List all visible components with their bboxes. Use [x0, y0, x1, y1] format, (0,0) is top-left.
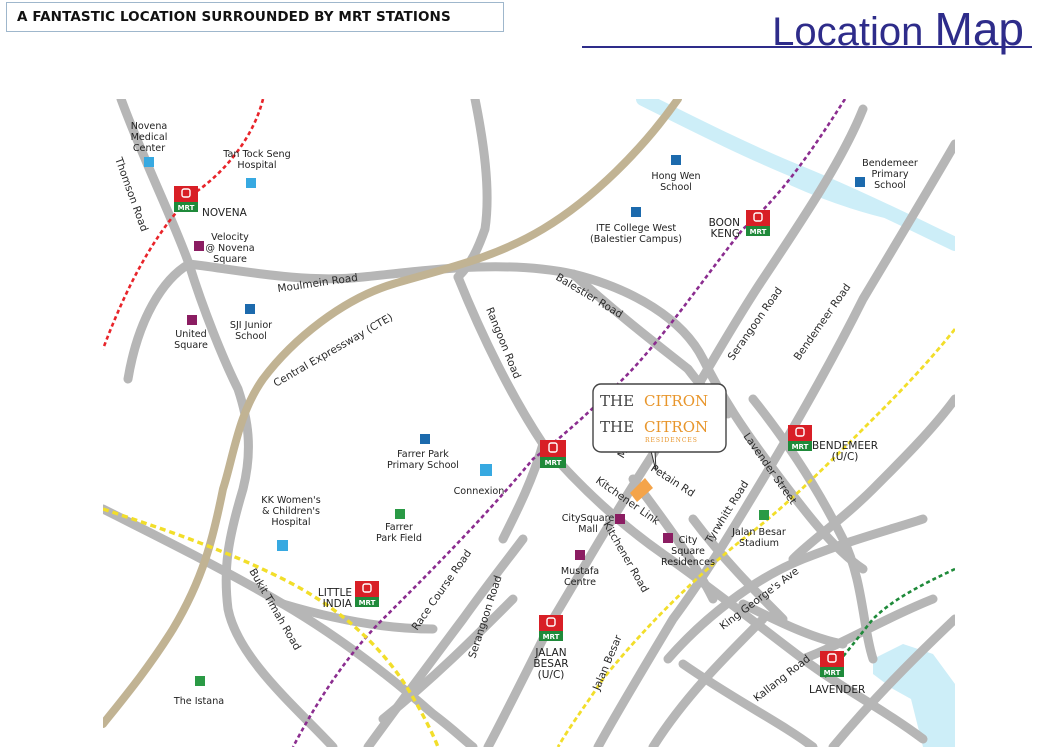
mall-icon	[615, 514, 625, 524]
train-icon	[820, 651, 844, 667]
school-icon	[631, 207, 641, 217]
label-jalan-besar: Jalan Besar	[590, 633, 625, 693]
mrt-station-novena[interactable]: MRT NOVENA	[174, 186, 248, 219]
cte-expressway	[103, 99, 682, 728]
place-connexion: Connexion	[454, 486, 505, 497]
project-name-1: CITRON	[644, 392, 708, 410]
map-canvas: Thomson Road Moulmein Road Central Expre…	[103, 99, 955, 747]
mrt-station-bendemeer[interactable]: MRT BENDEMEER(U/C)	[788, 425, 878, 463]
tagline-text: A FANTASTIC LOCATION SURROUNDED BY MRT S…	[17, 9, 451, 25]
page-title: Location Map	[582, 2, 1042, 55]
mrt-line-purple	[291, 99, 847, 747]
kallang-river	[873, 644, 955, 747]
svg-text:MRT: MRT	[545, 459, 562, 467]
svg-text:MRT: MRT	[359, 599, 376, 607]
mrt-station-farrer-park[interactable]: MRT	[540, 440, 566, 468]
hospital-icon	[144, 157, 154, 167]
hospital-icon	[480, 464, 492, 476]
place-istana: The Istana	[173, 696, 224, 707]
project-residences: RESIDENCES	[645, 437, 698, 444]
mall-icon	[187, 315, 197, 325]
svg-text:MRT: MRT	[178, 204, 195, 212]
train-icon	[540, 440, 566, 457]
location-map[interactable]: Thomson Road Moulmein Road Central Expre…	[103, 99, 955, 747]
school-icon	[420, 434, 430, 444]
svg-text:MRT: MRT	[824, 669, 841, 677]
mrt-name-bendemeer: BENDEMEER(U/C)	[812, 440, 878, 463]
mrt-line-yellow-east	[556, 328, 955, 747]
project-label[interactable]: THE CITRON THE CITRON RESIDENCES	[592, 383, 727, 472]
project-the-2: THE	[600, 418, 634, 436]
label-bendemeer-road: Bendemeer Road	[792, 282, 854, 363]
project-name-2: CITRON	[644, 418, 708, 436]
mrt-name-lavender: LAVENDER	[809, 684, 865, 696]
project-site-marker[interactable]	[630, 478, 653, 502]
park-icon	[759, 510, 769, 520]
mrt-line-red	[103, 99, 265, 350]
mrt-station-lavender[interactable]: MRT LAVENDER	[809, 651, 865, 696]
mrt-line-green	[822, 567, 955, 680]
school-icon	[855, 177, 865, 187]
svg-text:MRT: MRT	[750, 228, 767, 236]
train-icon	[788, 425, 812, 441]
park-icon	[395, 509, 405, 519]
mall-icon	[663, 533, 673, 543]
train-icon	[355, 581, 379, 597]
svg-text:MRT: MRT	[792, 443, 809, 451]
tagline-banner: A FANTASTIC LOCATION SURROUNDED BY MRT S…	[6, 2, 504, 32]
place-ite-west: ITE College West(Balestier Campus)	[590, 223, 682, 245]
park-icon	[195, 676, 205, 686]
mall-icon	[575, 550, 585, 560]
hospital-icon	[246, 178, 256, 188]
svg-text:MRT: MRT	[543, 633, 560, 641]
label-kallang-road: Kallang Road	[751, 653, 812, 705]
train-icon	[539, 615, 563, 631]
mrt-name-novena: NOVENA	[202, 207, 248, 219]
mall-icon	[194, 241, 204, 251]
title-underline	[582, 46, 1032, 48]
hospital-icon	[277, 540, 288, 551]
mrt-line-yellow-west	[103, 507, 440, 747]
school-icon	[671, 155, 681, 165]
school-icon	[245, 304, 255, 314]
train-icon	[174, 186, 198, 202]
train-icon	[746, 210, 770, 226]
roads	[103, 99, 955, 747]
project-the-1: THE	[600, 392, 634, 410]
